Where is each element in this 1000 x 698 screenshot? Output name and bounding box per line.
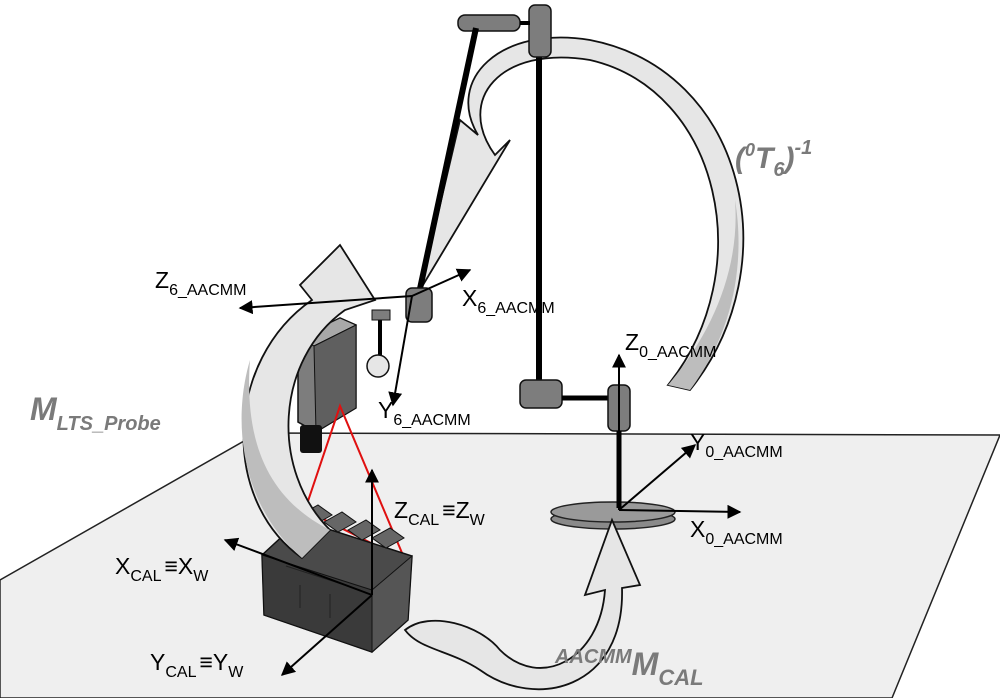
y6-label: Y6_AACMM (378, 397, 471, 429)
x0-label: X0_AACMM (690, 516, 783, 548)
zcal-label: ZCAL≡ZW (394, 497, 486, 529)
xcal-label: XCAL≡XW (115, 553, 209, 585)
aacmm-robot-arm (366, 4, 631, 508)
aacmm-m-cal-label: AACMMMCAL (554, 646, 704, 690)
t06-inverse-arrow (419, 36, 745, 392)
ycal-label: YCAL≡YW (150, 649, 244, 681)
t06-inverse-label: (0T6)-1 (735, 137, 812, 181)
z0-label: Z0_AACMM (625, 329, 716, 361)
aacmm-m-cal-arrow (403, 517, 642, 691)
ground-plane (0, 432, 1000, 698)
cal-frame-axes (223, 468, 379, 676)
z6-label: Z6_AACMM (155, 267, 246, 299)
tool-frame-axes (238, 268, 472, 407)
lts-probe (296, 317, 358, 453)
base-frame-axes (612, 353, 742, 519)
m-lts-probe-arrow (241, 243, 377, 560)
x6-label: X6_AACMM (462, 285, 555, 317)
m-lts-probe-label: MLTS_Probe (30, 391, 161, 435)
y0-label: Y0_AACMM (690, 429, 783, 461)
